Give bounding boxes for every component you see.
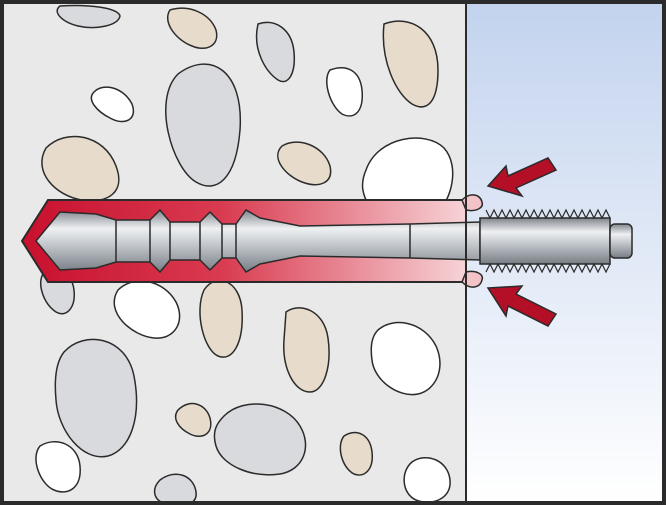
stone [41, 135, 120, 202]
mortar-bulge-top [461, 194, 484, 212]
mortar-bulge-bottom [461, 270, 484, 288]
stone [283, 307, 330, 393]
stone [403, 457, 451, 503]
anchor-rod [35, 208, 633, 274]
stone [174, 402, 212, 438]
stone [56, 4, 121, 29]
rod-thread-teeth [485, 208, 611, 274]
stone [54, 338, 138, 458]
pressure-arrows [486, 157, 558, 327]
arrow-pointing-up-left-icon [486, 285, 558, 327]
stone [370, 321, 441, 396]
stone [326, 67, 363, 117]
arrow-pointing-down-left-icon [486, 157, 558, 198]
stone [90, 86, 135, 123]
stone [35, 441, 81, 493]
rod-end-pin [609, 223, 633, 259]
stone [277, 141, 332, 186]
stone [165, 63, 241, 187]
stone [153, 473, 197, 505]
aggregate-stones [35, 4, 454, 505]
stone [339, 431, 373, 476]
stone [255, 21, 296, 83]
stone [167, 7, 218, 50]
rod-threaded-section [479, 217, 611, 265]
stone [382, 20, 439, 108]
stone [213, 403, 307, 476]
